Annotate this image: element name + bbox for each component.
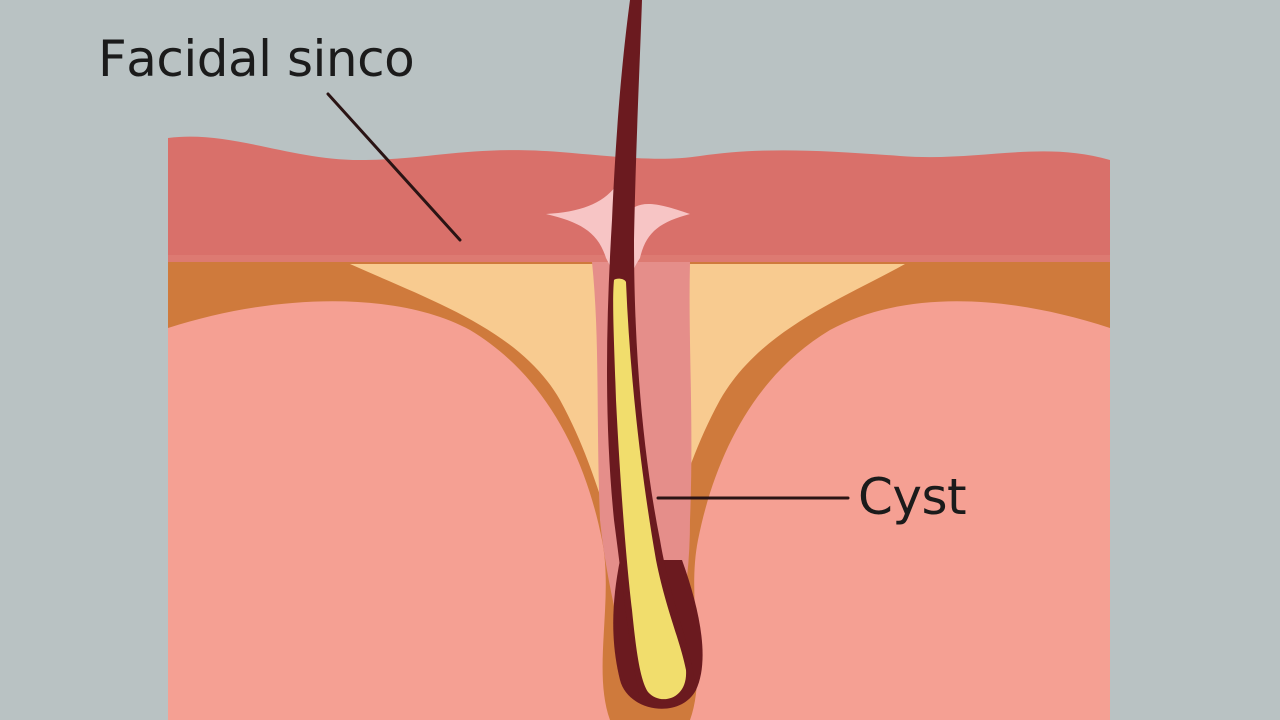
hair-core (613, 278, 687, 700)
top-label: Ϝacidal sinco (98, 30, 415, 88)
cyst-label: Cyst (858, 468, 967, 526)
top-label-leader (326, 92, 462, 242)
dermis-right (690, 301, 1110, 720)
epidermis-layer (168, 136, 1110, 266)
dermis-left (168, 301, 610, 720)
